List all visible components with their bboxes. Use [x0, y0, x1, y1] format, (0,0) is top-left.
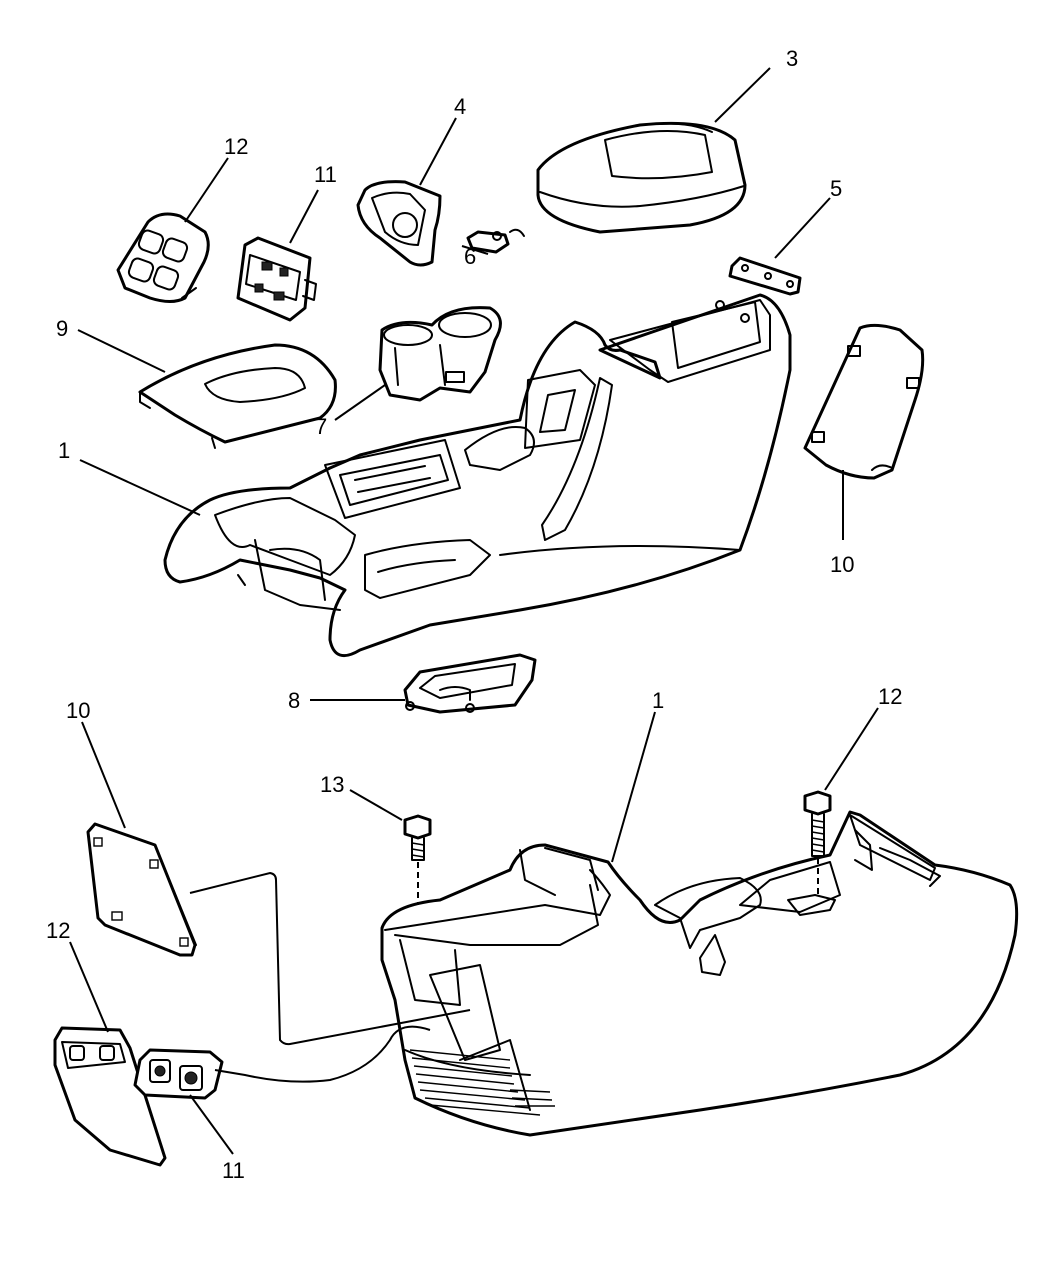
- callout-11-bottom: 11: [222, 1158, 245, 1183]
- callout-6: 6: [464, 244, 476, 269]
- part-11-switch-module-top: [236, 236, 317, 322]
- callout-4: 4: [454, 94, 466, 119]
- callout-7: 7: [315, 414, 327, 439]
- callout-1-bottom: 1: [652, 688, 664, 713]
- callout-labels: 1 3 4 5 6 7 8 9 10 11 12 1 10 11 12 12 1…: [46, 46, 902, 1183]
- callout-10-bottom: 10: [66, 698, 90, 723]
- callout-12-top: 12: [224, 134, 248, 159]
- part-4-shift-bezel: [356, 180, 442, 267]
- part-3-armrest-lid: [536, 121, 747, 234]
- fastener-alignment-lines: [417, 858, 819, 905]
- callout-1-top: 1: [58, 438, 70, 463]
- part-5-bracket: [728, 256, 802, 296]
- callout-12-bottom-right: 12: [878, 684, 902, 709]
- part-1-floor-console-top: [163, 293, 792, 658]
- callout-3: 3: [786, 46, 798, 71]
- callout-9: 9: [56, 316, 68, 341]
- callout-10-top: 10: [830, 552, 854, 577]
- part-8-storage-tray: [403, 653, 537, 714]
- part-6-latch: [466, 228, 525, 254]
- callout-5: 5: [830, 176, 842, 201]
- part-12-bolt-bottom-right: [803, 790, 832, 857]
- callout-13: 13: [320, 772, 344, 797]
- callout-12-bottom-left: 12: [46, 918, 70, 943]
- part-10-side-panel-top: [803, 323, 925, 480]
- wiring-harness: [189, 871, 471, 1083]
- callout-8: 8: [288, 688, 300, 713]
- part-11-switch-module-bottom: [133, 1048, 224, 1100]
- part-9-trim-bezel: [138, 343, 337, 449]
- part-1-floor-console-bottom: [380, 810, 1019, 1137]
- part-12-bezel-bottom-left: [53, 1026, 167, 1167]
- part-7-cupholder: [378, 306, 502, 402]
- part-12-switch-bezel-top: [116, 212, 210, 303]
- callout-11-top: 11: [314, 162, 337, 187]
- part-10-side-panel-bottom: [86, 822, 197, 957]
- leader-lines: [69, 67, 879, 1155]
- part-13-bolt: [403, 814, 432, 861]
